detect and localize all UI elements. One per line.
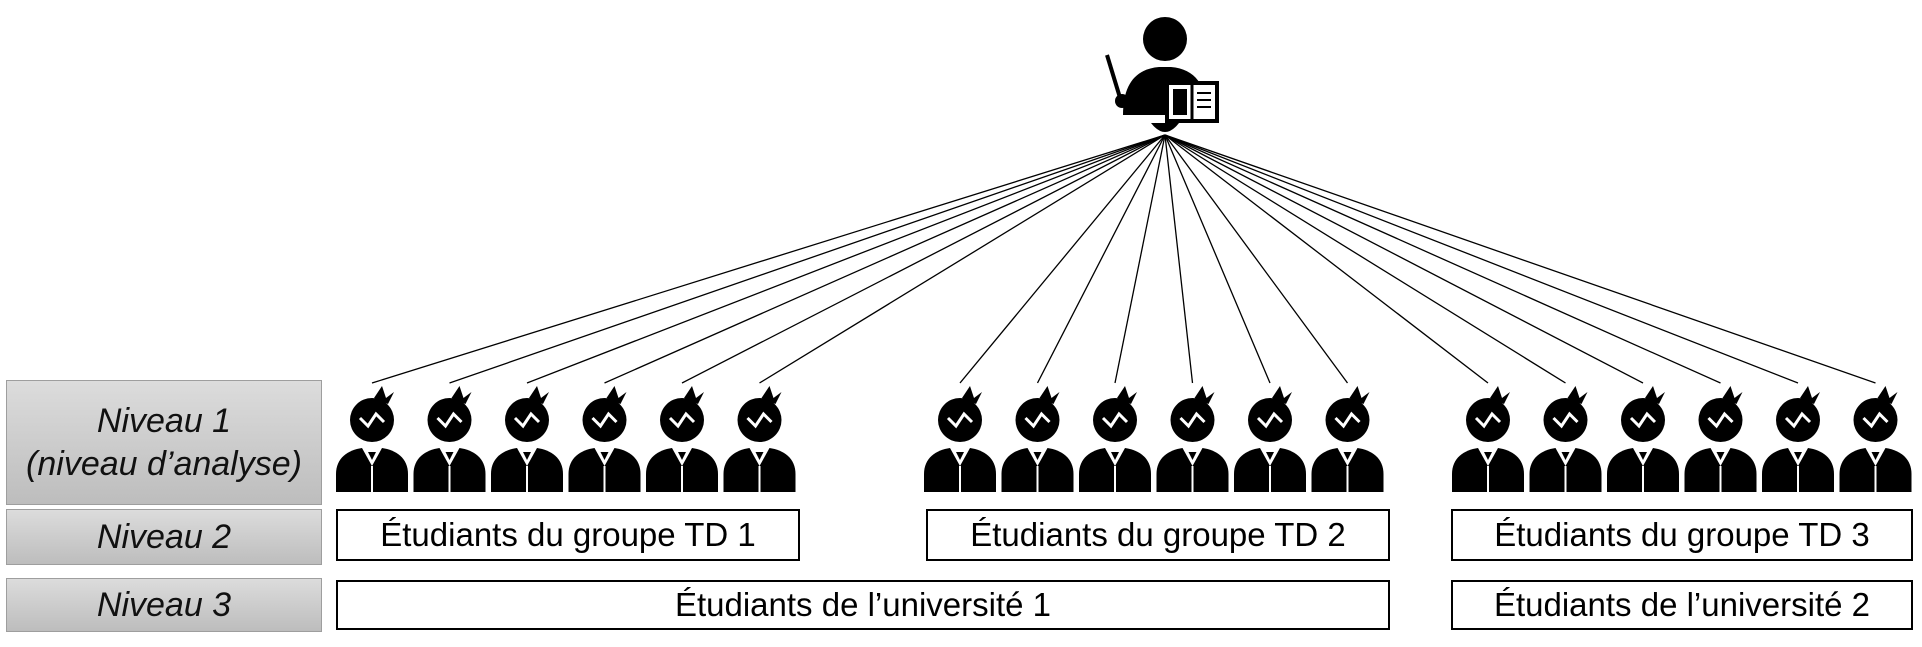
student-icon — [413, 386, 486, 492]
connection-line — [604, 134, 1166, 384]
student-icon — [1311, 386, 1384, 492]
connection-line — [526, 134, 1166, 384]
connection-line — [1164, 134, 1876, 384]
connection-lines — [371, 134, 1876, 384]
group-td-3-box: Étudiants du groupe TD 3 — [1451, 509, 1913, 561]
teacher-icon — [1105, 17, 1219, 132]
student-icon — [1156, 386, 1229, 492]
student-icon — [1607, 386, 1679, 492]
connection-line — [681, 134, 1166, 384]
group-td-1-box: Étudiants du groupe TD 1 — [336, 509, 800, 561]
level-1-title: Niveau 1 — [96, 402, 232, 440]
university-2-box: Étudiants de l’université 2 — [1451, 580, 1913, 630]
student-icon — [1452, 386, 1524, 492]
level-1-subtitle: (niveau d’analyse) — [26, 444, 302, 483]
connection-line — [959, 134, 1166, 384]
connection-line — [1164, 134, 1489, 384]
level-1-label: Niveau 1 (niveau d’analyse) — [6, 380, 322, 505]
group-td-2-box: Étudiants du groupe TD 2 — [926, 509, 1390, 561]
student-icon — [1079, 386, 1151, 492]
student-icon — [1001, 386, 1074, 492]
student-icon — [336, 386, 408, 492]
level-3-title: Niveau 3 — [96, 585, 232, 624]
university-1-box: Étudiants de l’université 1 — [336, 580, 1390, 630]
student-icon — [1839, 386, 1912, 492]
group-td-2-label: Étudiants du groupe TD 2 — [970, 516, 1346, 553]
student-icon — [568, 386, 641, 492]
level-2-label: Niveau 2 — [6, 509, 322, 565]
connection-line — [1164, 134, 1349, 384]
student-icon — [924, 386, 996, 492]
students-row — [336, 386, 1912, 492]
connection-line — [1164, 134, 1799, 384]
student-icon — [1762, 386, 1834, 492]
group-td-1-label: Étudiants du groupe TD 1 — [380, 516, 756, 553]
connection-line — [1164, 134, 1644, 384]
connection-line — [1164, 134, 1721, 384]
student-icon — [1234, 386, 1306, 492]
connection-line — [449, 134, 1166, 384]
student-icon — [1684, 386, 1757, 492]
connection-line — [1164, 134, 1271, 384]
connection-line — [1164, 134, 1194, 384]
student-icon — [1529, 386, 1602, 492]
connection-line — [1164, 134, 1566, 384]
student-icon — [491, 386, 563, 492]
level-2-title: Niveau 2 — [96, 517, 232, 556]
university-2-label: Étudiants de l’université 2 — [1493, 586, 1871, 623]
level-3-label: Niveau 3 — [6, 578, 322, 632]
student-icon — [646, 386, 718, 492]
connection-line — [1036, 134, 1166, 384]
group-td-3-label: Étudiants du groupe TD 3 — [1494, 516, 1870, 553]
connection-line — [759, 134, 1166, 384]
connection-line — [1114, 134, 1166, 384]
student-icon — [723, 386, 796, 492]
connection-line — [371, 134, 1166, 384]
university-1-label: Étudiants de l’université 1 — [674, 586, 1052, 623]
